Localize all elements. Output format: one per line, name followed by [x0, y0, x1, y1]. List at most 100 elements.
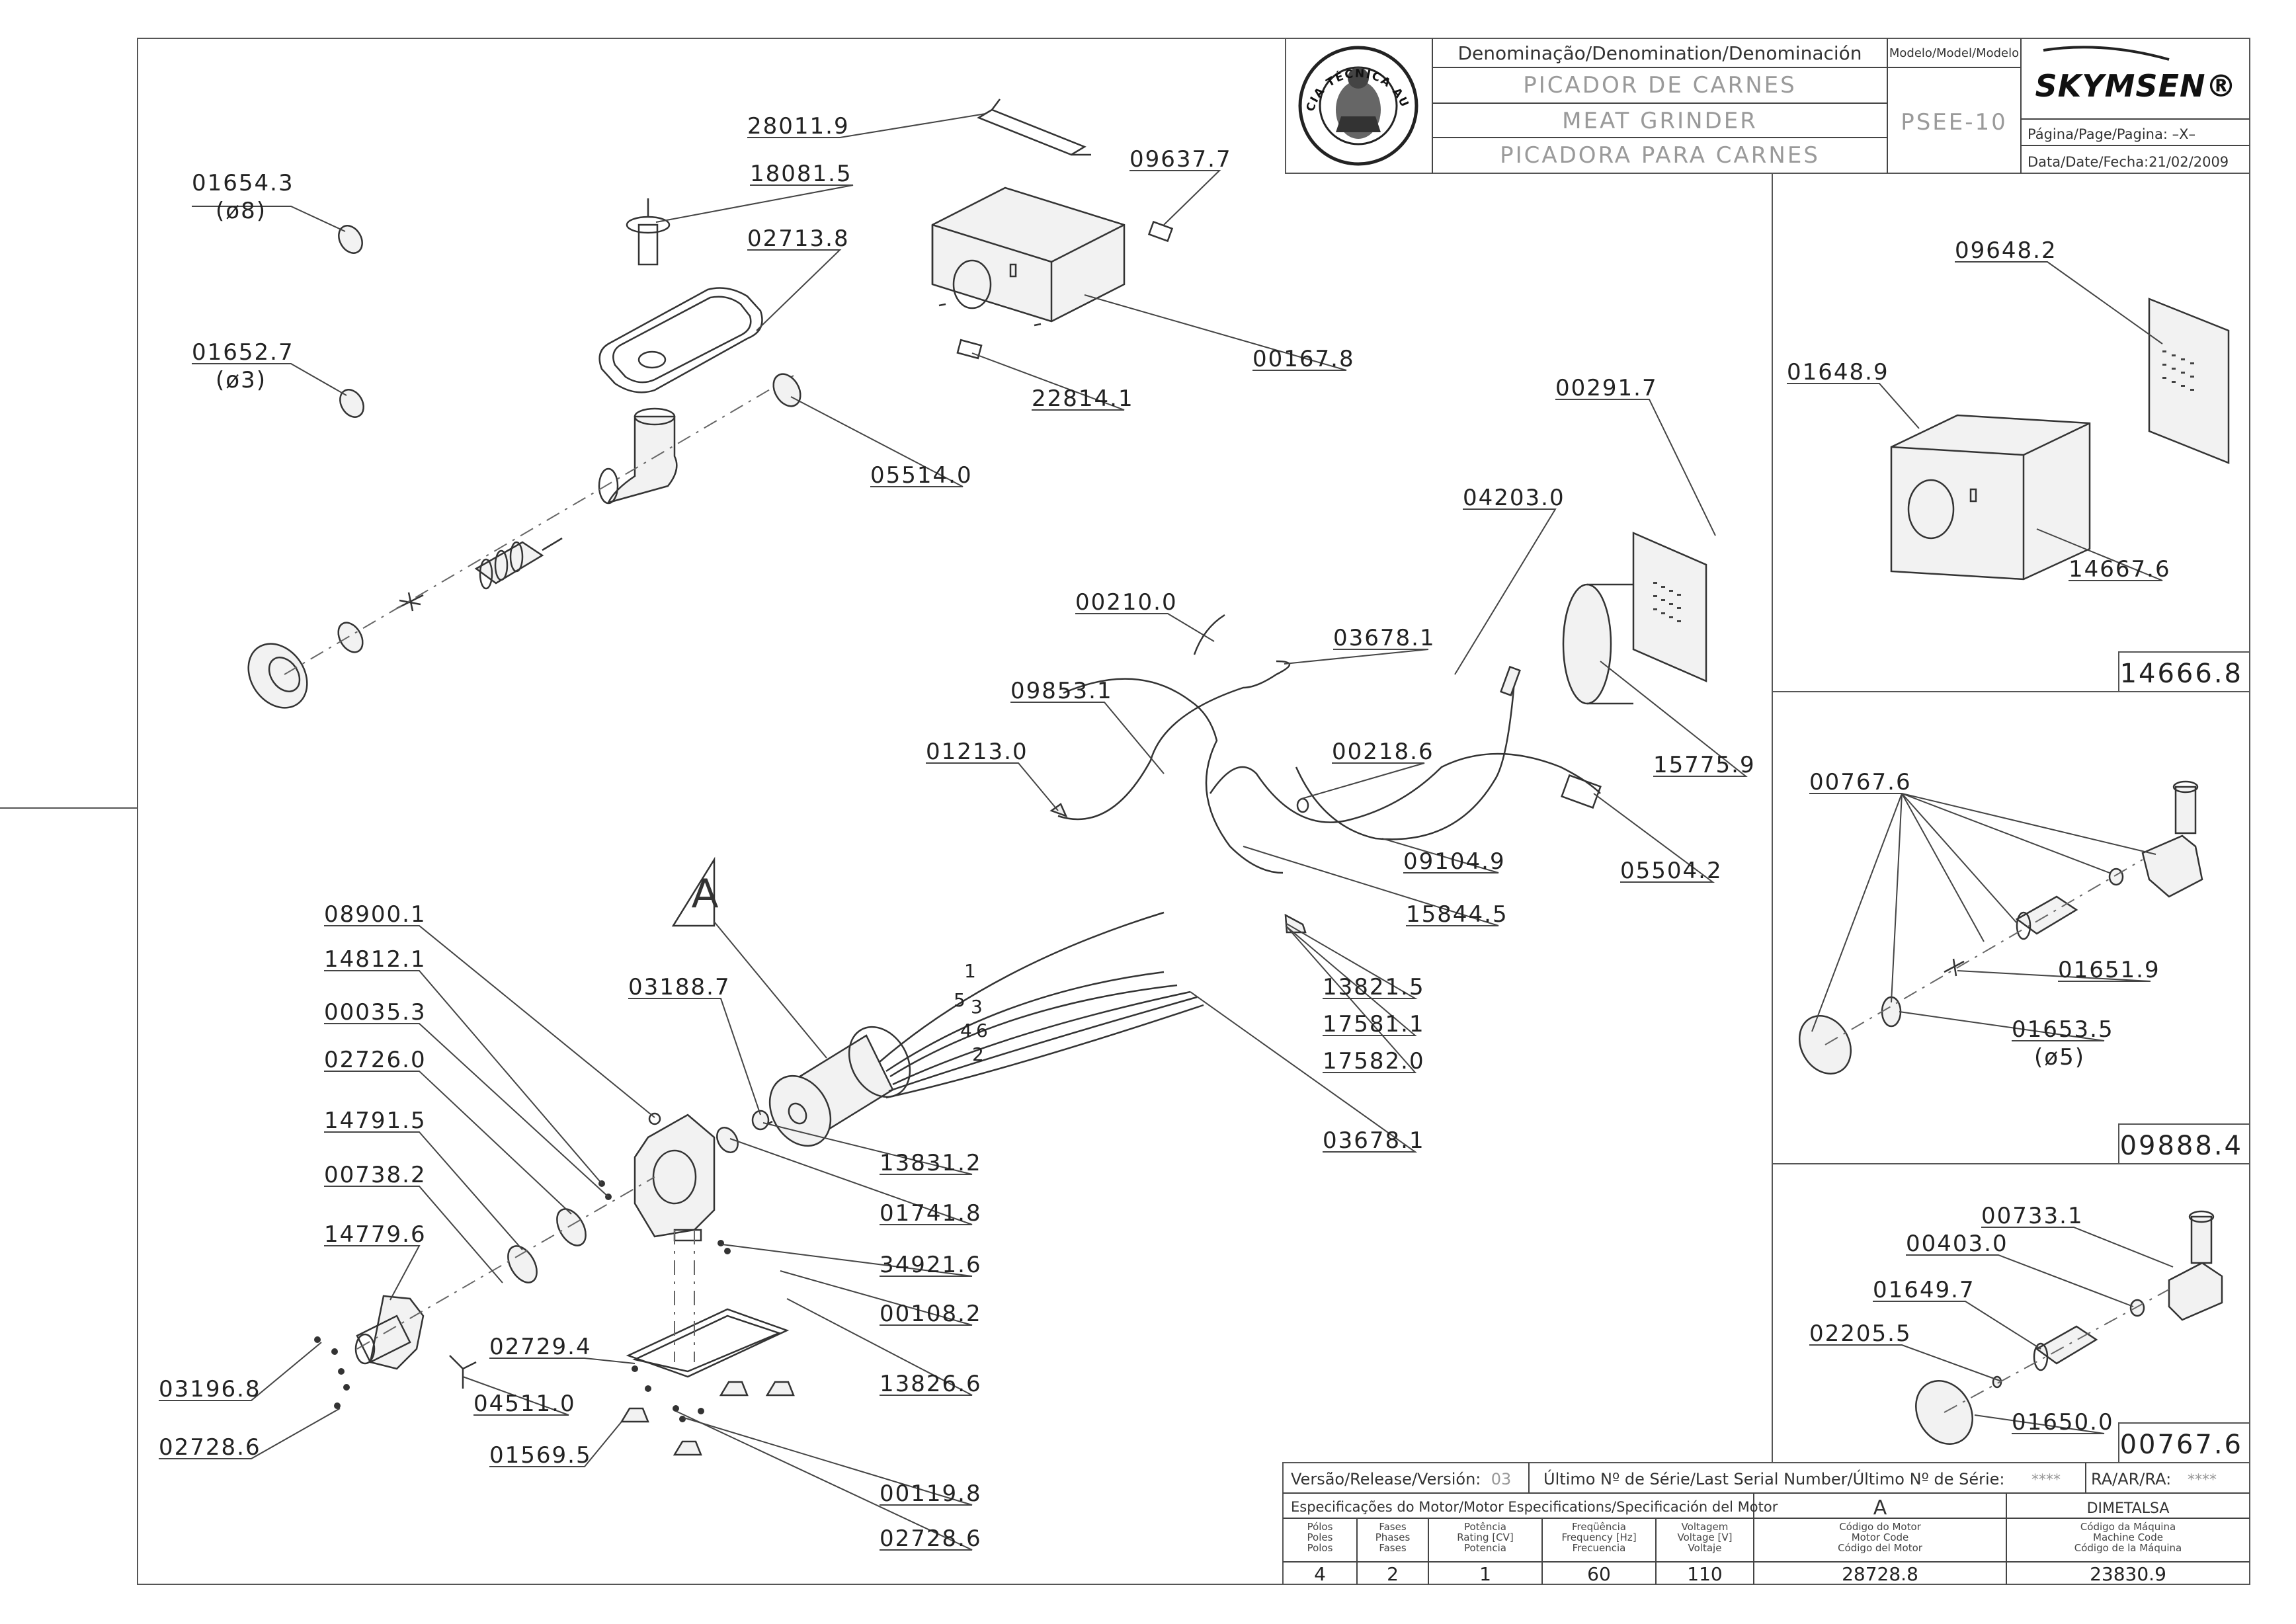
- label-01654-3-sub: (ø8): [216, 198, 266, 224]
- label-14779-6: 14779.6: [324, 1221, 427, 1248]
- label-00403-0: 00403.0: [1906, 1231, 2008, 1257]
- label-04511-0: 04511.0: [473, 1391, 576, 1417]
- serial-label: Último Nº de Série/Last Serial Number/Úl…: [1543, 1469, 2004, 1488]
- version-label: Versão/Release/Versión:: [1291, 1470, 1481, 1488]
- label-03196-8: 03196.8: [159, 1376, 261, 1402]
- ref-14666-8: 14666.8: [2120, 659, 2243, 689]
- gear-housing: [634, 1112, 716, 1242]
- pusher: [637, 223, 659, 266]
- washer: [772, 373, 801, 407]
- label-00733-1: 00733.1: [1981, 1203, 2084, 1229]
- power-cable: [1209, 752, 1601, 823]
- label-34921-6: 34921.6: [880, 1252, 982, 1278]
- capacitor: [1284, 913, 1307, 934]
- label-18081-5: 18081.5: [750, 161, 852, 187]
- spec-value-3: 60: [1587, 1563, 1611, 1585]
- label-09637-7: 09637.7: [1129, 146, 1232, 173]
- spec-header-0-1: Poles: [1307, 1531, 1333, 1543]
- ref-00767-6: 00767.6: [2120, 1430, 2243, 1460]
- label-05504-2: 05504.2: [1620, 858, 1723, 884]
- label-plate: [1147, 220, 1174, 243]
- spec-value-5: 28728.8: [1842, 1563, 1918, 1585]
- label-01654-3: 01654.3: [192, 170, 294, 196]
- cabinet: [931, 186, 1126, 327]
- front-cover: [354, 1295, 425, 1370]
- ra-label: RA/AR/RA:: [2091, 1470, 2171, 1488]
- spec-header-5-1: Motor Code: [1852, 1531, 1909, 1543]
- model-code: PSEE-10: [1901, 109, 2008, 136]
- label-03678-1-top: 03678.1: [1333, 625, 1436, 651]
- spec-value-4: 110: [1687, 1563, 1722, 1585]
- wire-label-4: 4: [960, 1020, 973, 1041]
- label-00119-8: 00119.8: [880, 1481, 982, 1507]
- jumper-wire: [1193, 614, 1225, 655]
- seal-text: ASSISTÊNCIA TÉCNICA AUTORIZADA: [0, 0, 1410, 113]
- motor-washer: [716, 1127, 739, 1153]
- label-03678-1-bottom: 03678.1: [1323, 1127, 1425, 1154]
- label-13826-6: 13826.6: [880, 1371, 982, 1397]
- ring-nut: [247, 643, 308, 709]
- tray: [598, 287, 763, 393]
- label-17581-1: 17581.1: [1323, 1011, 1425, 1037]
- wire-label-3: 3: [971, 996, 984, 1018]
- label-00210-0: 00210.0: [1075, 589, 1178, 616]
- leader-lines: [159, 113, 2174, 1551]
- spec-block: Versão/Release/Versión: 03 Último Nº de …: [1282, 1462, 2250, 1585]
- wire-label-6: 6: [976, 1020, 989, 1041]
- label-00291-7: 00291.7: [1555, 375, 1658, 401]
- spec-header-3-0: Freqüência: [1572, 1521, 1626, 1533]
- spec-value-1: 2: [1387, 1563, 1399, 1585]
- label-17582-0: 17582.0: [1323, 1048, 1425, 1075]
- label-09104-9: 09104.9: [1403, 848, 1506, 875]
- version-value: 03: [1491, 1470, 1512, 1488]
- label-00108-2: 00108.2: [880, 1301, 982, 1327]
- svg-text:ASSISTÊNCIA TÉCNICA AUTORIZADA: ASSISTÊNCIA TÉCNICA AUTORIZADA: [0, 0, 1411, 113]
- label-01653-5: 01653.5: [2012, 1016, 2114, 1043]
- clip: [449, 1355, 477, 1389]
- gear-large: [556, 1208, 587, 1246]
- label-01213-0: 01213.0: [926, 739, 1028, 765]
- spec-header-0-2: Polos: [1307, 1542, 1333, 1554]
- spec-header-0-0: Pólos: [1307, 1521, 1333, 1533]
- title-block: ASSISTÊNCIA TÉCNICA AUTORIZADA Denominaç…: [0, 0, 2250, 174]
- internal-wire: [1057, 660, 1291, 821]
- grinder-body: [606, 415, 678, 504]
- motor-wires: [879, 911, 1204, 1099]
- label-01652-7-sub: (ø3): [216, 367, 266, 393]
- auger: [474, 537, 563, 590]
- motor-spec-label: Especificações do Motor/Motor Especifica…: [1291, 1499, 1778, 1515]
- screen-8mm: [338, 225, 363, 254]
- spec-header-3-2: Frecuencia: [1573, 1542, 1626, 1554]
- spec-value-0: 4: [1314, 1563, 1326, 1585]
- spec-header-2-0: Potência: [1464, 1521, 1506, 1533]
- foot-1: [620, 1407, 649, 1423]
- label-14667-6: 14667.6: [2069, 556, 2171, 583]
- spec-header-2-1: Rating [CV]: [1457, 1531, 1514, 1543]
- label-01650-0: 01650.0: [2012, 1409, 2114, 1436]
- coupling: [751, 1110, 770, 1131]
- label-01649-7: 01649.7: [1873, 1277, 1975, 1303]
- brand-logo: SKYMSEN®: [2035, 46, 2236, 104]
- label-13821-5: 13821.5: [1323, 974, 1425, 1000]
- product-name-es: PICADORA PARA CARNES: [1500, 142, 1820, 169]
- label-00218-6: 00218.6: [1332, 739, 1434, 765]
- spec-header-5-2: Código del Motor: [1838, 1542, 1923, 1554]
- label-02205-5: 02205.5: [1809, 1320, 1912, 1347]
- product-name-pt: PICADOR DE CARNES: [1523, 72, 1797, 99]
- spec-header-2-2: Potencia: [1464, 1542, 1506, 1554]
- label-01569-5: 01569.5: [489, 1442, 592, 1469]
- motor: [760, 1026, 911, 1147]
- technical-assistance-seal: ASSISTÊNCIA TÉCNICA AUTORIZADA: [0, 0, 1418, 166]
- spec-header-4-1: Voltage [V]: [1678, 1531, 1733, 1543]
- rear-panel: [1562, 532, 1707, 705]
- label-01648-9: 01648.9: [1787, 359, 1889, 386]
- spec-header-6-1: Machine Code: [2093, 1531, 2163, 1543]
- denomination-header: Denominação/Denomination/Denominación: [1457, 42, 1862, 64]
- ref-09888-4: 09888.4: [2120, 1131, 2243, 1161]
- label-01653-5-sub: (ø5): [2034, 1044, 2085, 1071]
- label-08900-1: 08900.1: [324, 901, 427, 928]
- spec-header-1-0: Fases: [1379, 1521, 1406, 1533]
- serial-value: ****: [2031, 1472, 2061, 1488]
- wire-label-5: 5: [954, 989, 967, 1011]
